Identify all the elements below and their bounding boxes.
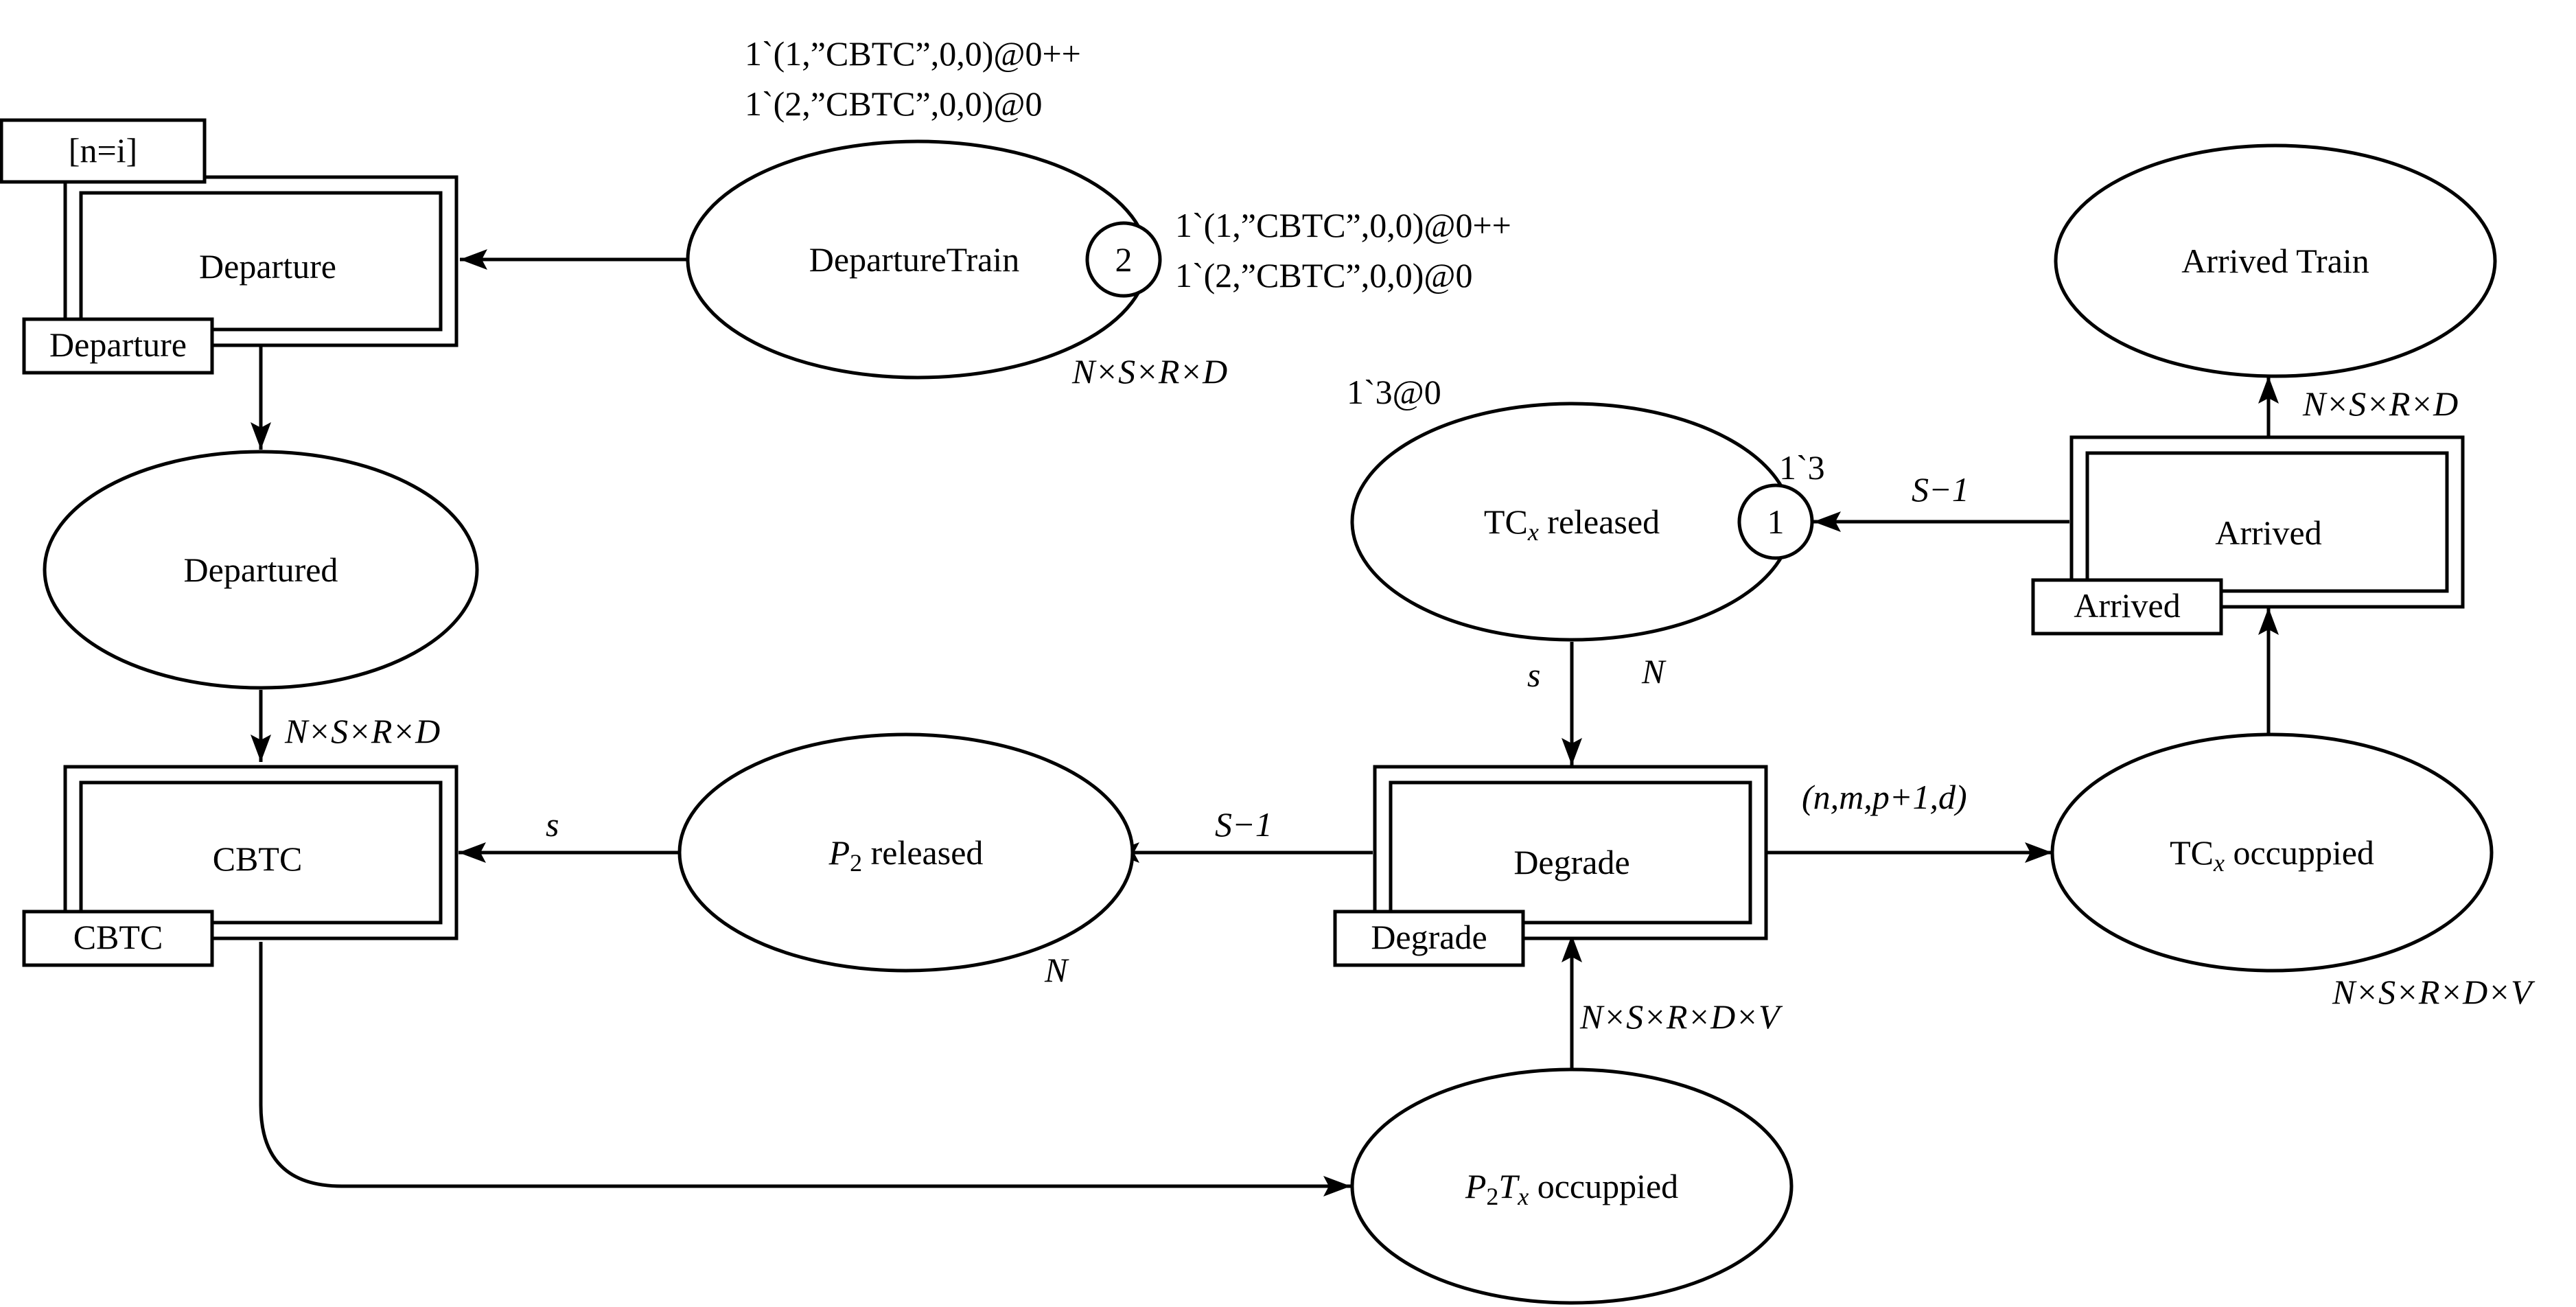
substitution-tag-label: Arrived (2074, 586, 2181, 625)
arc-label-tcxreleased-to-degrade: s (1527, 656, 1540, 694)
place-arrived-train[interactable]: Arrived Train (2054, 143, 2497, 378)
tcx-occuppied-colorset: N×S×R×D×V (2332, 973, 2536, 1011)
arc-label-degrade-to-p2released: S−1 (1215, 805, 1273, 844)
substitution-tag (1333, 910, 1525, 967)
place-p2tx-occuppied[interactable]: P2Tx occuppied (1350, 1067, 1794, 1305)
place-departured-label: Departured (184, 551, 338, 589)
arc-label-p2txoccuppied-to-degrade: N×S×R×D×V (1579, 997, 1783, 1036)
arc-label-departured-to-cbtc: N×S×R×D (284, 712, 440, 750)
transition-cbtc[interactable]: CBTC CBTC (22, 765, 459, 967)
substitution-tag (22, 317, 214, 375)
transition-arrived[interactable]: Arrived Arrived (2031, 435, 2465, 636)
place-arrived-train-label: Arrived Train (2181, 242, 2369, 280)
arc-label-arrived-to-arrivedtrain: N×S×R×D (2302, 384, 2458, 423)
tcx-released-marking: 1`3 (1779, 448, 1825, 487)
transition-cbtc-label: CBTC (213, 840, 303, 878)
tcx-released-colorset: N (1641, 652, 1667, 691)
arc-label-degrade-to-tcxoccuppied: (n,m,p+1,d) (1802, 778, 1967, 816)
departure-train-initial-marking-line-1: 1`(1,”CBTC”,0,0)@0++ (745, 34, 1081, 73)
transition-departure-label: Departure (199, 247, 336, 286)
token-count: 1 (1767, 502, 1785, 541)
p2-released-colorset: N (1044, 951, 1069, 989)
departure-train-colorset: N×S×R×D (1071, 352, 1227, 391)
transition-degrade[interactable]: Degrade Degrade (1333, 765, 1768, 967)
place-tcx-released[interactable]: TCx released 1 (1350, 402, 1814, 642)
arc-cbtc-to-p2txoccuppied (259, 942, 1351, 1196)
place-tcx-occuppied[interactable]: TCx occuppied (2050, 732, 2494, 973)
token-count-circle (1737, 483, 1814, 560)
tcx-released-initial-marking: 1`3@0 (1347, 373, 1441, 411)
transition-departure-guard: [n=i] (69, 131, 137, 170)
departure-train-marking-line-1: 1`(1,”CBTC”,0,0)@0++ (1175, 206, 1511, 244)
place-tcx-occuppied-label: TCx occuppied (2170, 833, 2374, 877)
substitution-tag (2031, 578, 2223, 636)
departure-train-marking-line-2: 1`(2,”CBTC”,0,0)@0 (1175, 256, 1472, 294)
place-departure-train-label: DepartureTrain (809, 240, 1019, 279)
arcs (251, 249, 2279, 1196)
transition-degrade-label: Degrade (1513, 843, 1629, 881)
substitution-tag-label: Degrade (1371, 918, 1487, 956)
substitution-tag (22, 910, 214, 967)
transition-arrived-label: Arrived (2215, 513, 2322, 552)
substitution-tag-label: CBTC (73, 918, 163, 956)
place-p2-released-label: P2 released (828, 833, 984, 877)
substitution-tag-label: Departure (49, 325, 187, 364)
place-p2-released[interactable]: P2 released (677, 732, 1135, 973)
departure-train-initial-marking-line-2: 1`(2,”CBTC”,0,0)@0 (745, 84, 1042, 123)
place-departure-train[interactable]: DepartureTrain 2 (686, 139, 1162, 380)
place-departured[interactable]: Departured (43, 450, 479, 690)
token-count: 2 (1115, 240, 1133, 279)
place-tcx-released-label: TCx released (1484, 502, 1660, 546)
place-p2tx-occuppied-label: P2Tx occuppied (1465, 1167, 1678, 1210)
guard-box (0, 118, 207, 184)
arc-label-p2released-to-cbtc: s (546, 805, 559, 844)
arc-label-arrived-to-tcxreleased: S−1 (1912, 470, 1969, 509)
token-count-circle (1085, 221, 1162, 298)
transition-departure[interactable]: Departure [n=i] Departure (0, 118, 459, 375)
